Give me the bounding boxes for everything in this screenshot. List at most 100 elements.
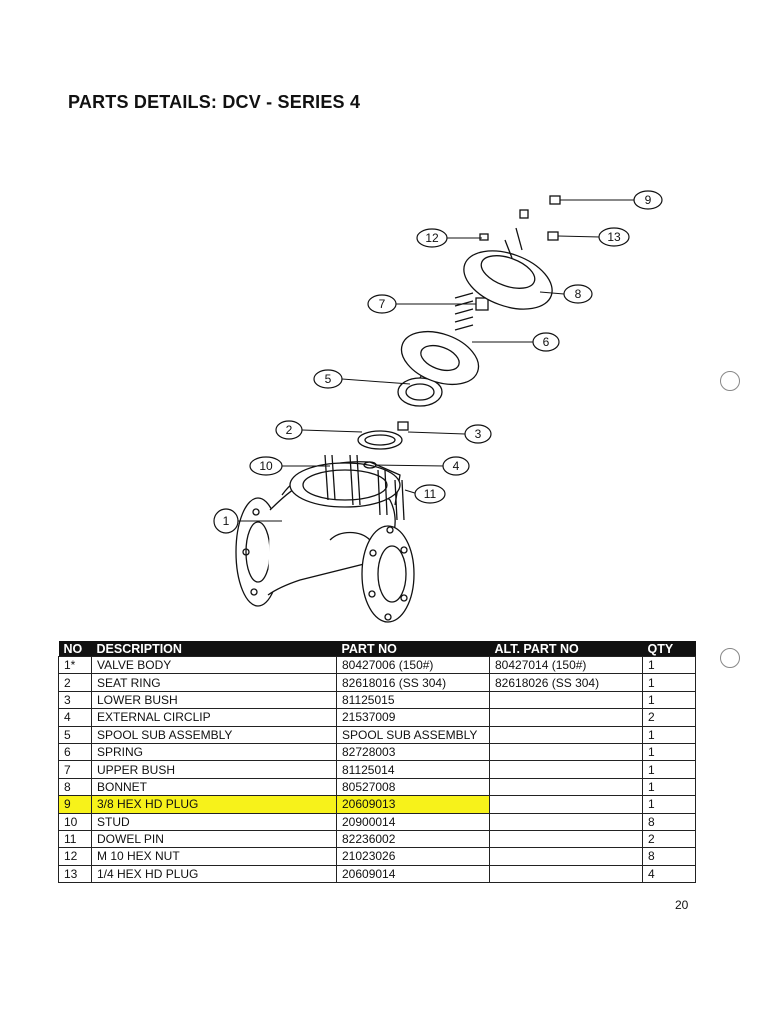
cell-qty: 2 bbox=[642, 829, 696, 849]
callout-label-2: 2 bbox=[286, 423, 293, 437]
cell-part-no: 81125015 bbox=[336, 690, 490, 710]
cell-qty: 1 bbox=[642, 742, 696, 762]
cell-qty: 1 bbox=[642, 760, 696, 779]
cell-alt-part-no bbox=[489, 829, 643, 849]
cell-qty: 1 bbox=[642, 777, 696, 797]
cell-description: EXTERNAL CIRCLIP bbox=[91, 708, 337, 727]
callout-label-8: 8 bbox=[575, 287, 582, 301]
cell-description: DOWEL PIN bbox=[91, 829, 337, 849]
cell-alt-part-no bbox=[489, 690, 643, 710]
callout-label-5: 5 bbox=[325, 372, 332, 386]
cell-description: UPPER BUSH bbox=[91, 760, 337, 779]
parts-table: NO DESCRIPTION PART NO ALT. PART NO QTY … bbox=[58, 641, 696, 884]
cell-no: 13 bbox=[58, 864, 92, 884]
cell-qty: 1 bbox=[642, 655, 696, 675]
callout-3 bbox=[464, 424, 492, 444]
callout-label-3: 3 bbox=[475, 427, 482, 441]
cell-part-no: 80527008 bbox=[336, 777, 490, 797]
cell-part-no: 82618016 (SS 304) bbox=[336, 673, 490, 692]
cell-no: 4 bbox=[58, 708, 92, 727]
header-qty: QTY bbox=[642, 641, 696, 657]
valve-body-drawing bbox=[235, 461, 415, 623]
callout-6 bbox=[532, 332, 560, 352]
cell-part-no: 21023026 bbox=[336, 847, 490, 866]
cell-description: BONNET bbox=[91, 777, 337, 797]
cell-part-no: 81125014 bbox=[336, 760, 490, 779]
cell-description: VALVE BODY bbox=[91, 655, 337, 675]
cell-no: 5 bbox=[58, 725, 92, 744]
cell-description: LOWER BUSH bbox=[91, 690, 337, 710]
callout-label-4: 4 bbox=[453, 459, 460, 473]
cell-description: STUD bbox=[91, 812, 337, 831]
parts-table-header: NO DESCRIPTION PART NO ALT. PART NO QTY bbox=[58, 641, 696, 657]
cell-part-no: 82728003 bbox=[336, 742, 490, 762]
cell-no: 3 bbox=[58, 690, 92, 710]
cell-description: SPRING bbox=[91, 742, 337, 762]
cell-part-no: 20609014 bbox=[336, 864, 490, 884]
cell-alt-part-no bbox=[489, 708, 643, 727]
cell-no: 6 bbox=[58, 742, 92, 762]
studs-drawing bbox=[324, 454, 405, 521]
header-part-no: PART NO bbox=[336, 641, 490, 657]
cell-no: 10 bbox=[58, 812, 92, 831]
binder-hole-mark-lower bbox=[720, 648, 740, 668]
page-number: 20 bbox=[675, 898, 689, 912]
callout-4 bbox=[442, 456, 470, 476]
callout-label-9: 9 bbox=[645, 193, 652, 207]
cell-alt-part-no: 82618026 (SS 304) bbox=[489, 673, 643, 692]
cell-alt-part-no bbox=[489, 812, 643, 831]
cell-qty: 2 bbox=[642, 708, 696, 727]
exploded-valve-diagram: 1 2 3 4 5 6 7 8 9 10 11 12 13 bbox=[213, 190, 663, 623]
header-description: DESCRIPTION bbox=[91, 641, 337, 657]
cell-qty: 8 bbox=[642, 847, 696, 866]
cell-alt-part-no bbox=[489, 795, 643, 814]
cell-part-no: 82236002 bbox=[336, 829, 490, 849]
callout-label-1: 1 bbox=[223, 514, 230, 528]
cell-alt-part-no bbox=[489, 847, 643, 866]
callout-1 bbox=[213, 508, 239, 534]
cell-qty: 1 bbox=[642, 725, 696, 744]
callout-8 bbox=[563, 284, 593, 304]
cell-description: SPOOL SUB ASSEMBLY bbox=[91, 725, 337, 744]
cell-description: SEAT RING bbox=[91, 673, 337, 692]
callout-5 bbox=[313, 369, 343, 389]
cell-part-no: 20900014 bbox=[336, 812, 490, 831]
callout-10 bbox=[249, 456, 283, 476]
callout-label-12: 12 bbox=[425, 231, 439, 245]
callout-9 bbox=[633, 190, 663, 210]
cell-no: 12 bbox=[58, 847, 92, 866]
callout-label-11: 11 bbox=[424, 487, 437, 501]
callout-13 bbox=[598, 227, 630, 247]
cell-description: 3/8 HEX HD PLUG bbox=[91, 795, 337, 814]
cell-alt-part-no bbox=[489, 777, 643, 797]
callout-label-7: 7 bbox=[379, 297, 386, 311]
page-title: PARTS DETAILS: DCV - SERIES 4 bbox=[68, 92, 361, 112]
cell-part-no: 80427006 (150#) bbox=[336, 655, 490, 675]
cell-no: 9 bbox=[58, 795, 92, 814]
cell-no: 8 bbox=[58, 777, 92, 797]
cell-qty: 4 bbox=[642, 864, 696, 884]
cell-no: 11 bbox=[58, 829, 92, 849]
cell-alt-part-no bbox=[489, 760, 643, 779]
callout-11 bbox=[414, 484, 446, 504]
cell-part-no: 21537009 bbox=[336, 708, 490, 727]
cell-part-no: 20609013 bbox=[336, 795, 490, 814]
cell-qty: 1 bbox=[642, 673, 696, 692]
callout-label-10: 10 bbox=[259, 459, 273, 473]
callout-label-13: 13 bbox=[607, 230, 621, 244]
cell-no: 2 bbox=[58, 673, 92, 692]
cell-no: 1* bbox=[58, 655, 92, 675]
cell-description: M 10 HEX NUT bbox=[91, 847, 337, 866]
cell-alt-part-no bbox=[489, 742, 643, 762]
cell-alt-part-no bbox=[489, 725, 643, 744]
cell-alt-part-no: 80427014 (150#) bbox=[489, 655, 643, 675]
